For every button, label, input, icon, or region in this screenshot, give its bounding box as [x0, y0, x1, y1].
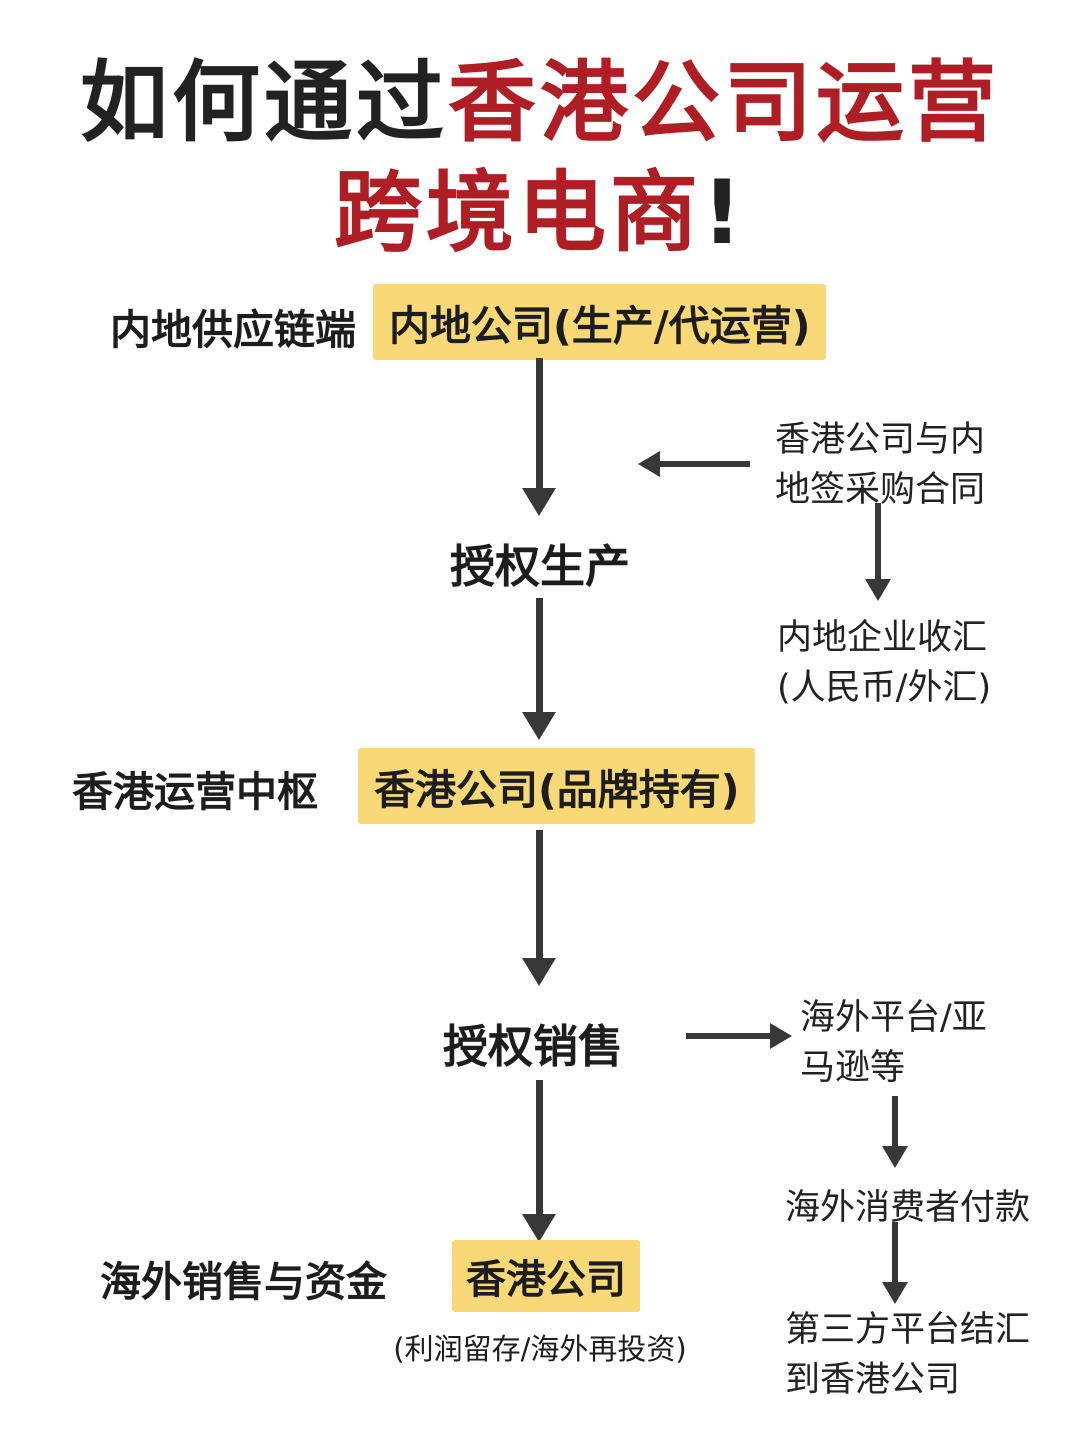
- arrow-shaft: [875, 503, 881, 579]
- arrow-left-contract-icon: [638, 451, 750, 477]
- annotation-overseas-platform: 海外平台/亚 马逊等: [800, 998, 987, 1088]
- row2-label: 香港运营中枢: [72, 768, 318, 816]
- arrow-head: [522, 712, 556, 740]
- arrow-head: [865, 579, 891, 601]
- arrow-shaft: [892, 1096, 898, 1146]
- arrow-right-sales-icon: [686, 1023, 792, 1049]
- arrow-head: [770, 1023, 792, 1049]
- row3-label: 海外销售与资金: [100, 1258, 387, 1306]
- arrow-down-fx-icon: [865, 503, 891, 601]
- row2-highlight-box: 香港公司(品牌持有): [358, 748, 756, 824]
- arrow-head: [522, 488, 556, 516]
- arrow-down-platform-icon: [882, 1096, 908, 1168]
- arrow-down-4-icon: [522, 1080, 556, 1242]
- arrow-down-consumer-icon: [882, 1222, 908, 1304]
- arrow-shaft: [660, 461, 750, 467]
- annotation-settlement: 第三方平台结汇 到香港公司: [785, 1310, 1031, 1400]
- title-exclamation: !: [701, 161, 747, 264]
- arrow-shaft: [892, 1222, 898, 1282]
- row1-highlight-box: 内地公司(生产/代运营): [373, 284, 827, 360]
- arrow-head: [882, 1282, 908, 1304]
- arrow-down-1-icon: [522, 358, 556, 516]
- arrow-shaft: [686, 1033, 770, 1039]
- page-title-line1: 如何通过香港公司运营: [0, 52, 1080, 153]
- row1-label: 内地供应链端: [110, 306, 356, 354]
- arrow-shaft: [535, 1080, 543, 1214]
- annotation-consumer-payment: 海外消费者付款: [785, 1188, 1031, 1228]
- annotation-mainland-fx: 内地企业收汇 (人民币/外汇): [777, 618, 992, 708]
- arrow-head: [522, 958, 556, 986]
- arrow-head: [882, 1146, 908, 1168]
- arrow-head: [638, 451, 660, 477]
- annotation-purchase-contract: 香港公司与内 地签采购合同: [775, 420, 986, 510]
- arrow-down-3-icon: [522, 830, 556, 986]
- arrow-head: [522, 1214, 556, 1242]
- step-authorized-production: 授权生产: [449, 540, 631, 593]
- row3-highlight-box: 香港公司: [452, 1240, 640, 1312]
- arrow-shaft: [535, 598, 543, 712]
- page-title-line2: 跨境电商!: [0, 162, 1080, 263]
- title-part-black: 如何通过: [79, 51, 448, 154]
- arrow-shaft: [535, 358, 543, 488]
- arrow-down-2-icon: [522, 598, 556, 740]
- title-part-red: 香港公司运营: [448, 51, 1001, 154]
- step-authorized-sales: 授权销售: [442, 1020, 624, 1073]
- title-part2-red: 跨境电商: [333, 161, 702, 264]
- arrow-shaft: [535, 830, 543, 958]
- profit-retention-note: (利润留存/海外再投资): [393, 1332, 687, 1366]
